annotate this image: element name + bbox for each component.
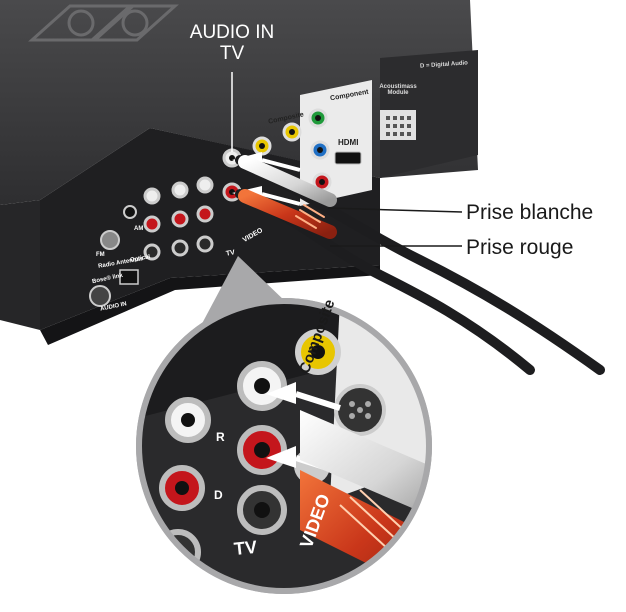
prise-rouge-label: Prise rouge: [466, 236, 574, 259]
panel-label-acoustimass: Acoustimass Module: [379, 84, 417, 96]
hdmi-port: [334, 151, 362, 165]
magnified-label-d: D: [214, 488, 223, 502]
panel-label-fm: FM: [96, 252, 105, 258]
magnified-label-tv: TV: [232, 536, 258, 560]
audio-in-label-line2: TV: [219, 43, 245, 64]
prise-blanche-label: Prise blanche: [466, 201, 594, 224]
panel-label-am: AM: [134, 226, 144, 232]
logo-relief: [28, 4, 179, 42]
magnifier-circle: [136, 298, 432, 594]
leader-line-white: [327, 207, 463, 213]
magnified-label-r: R: [216, 430, 225, 444]
panel-label-hdmi: HDMI: [338, 138, 359, 147]
audio-in-tv-label: AUDIO IN TV: [172, 22, 292, 64]
audio-in-label-line1: AUDIO IN: [189, 22, 275, 43]
panel-jacks: [89, 108, 332, 307]
cables: [235, 155, 605, 375]
